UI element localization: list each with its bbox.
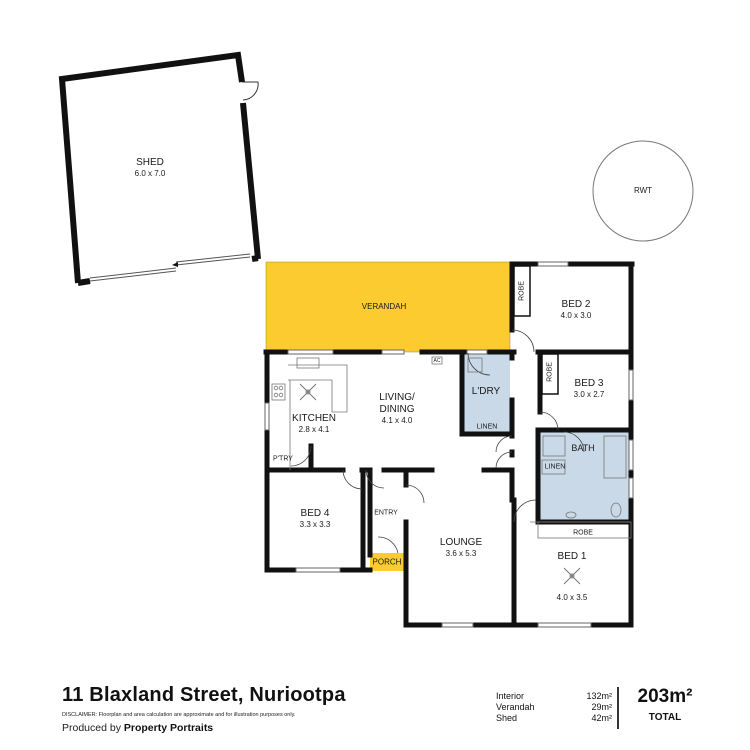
robes	[513, 265, 559, 395]
disclaimer-text: DISCLAIMER: Floorplan and area calculati…	[62, 712, 296, 718]
bath-fixtures	[467, 357, 632, 539]
pantry-label: P'TRY	[273, 455, 293, 463]
property-address: 11 Blaxland Street, Nuriootpa	[62, 684, 346, 706]
verandah-area	[265, 261, 511, 353]
bed3-robe-label: ROBE	[546, 362, 554, 382]
ceiling-fan-icons	[299, 383, 581, 585]
produced-by: Produced by Property Portraits	[62, 722, 213, 734]
door-swings	[290, 329, 585, 554]
produced-prefix: Produced by	[62, 722, 124, 734]
shed	[58, 51, 261, 286]
living-dining-label: LIVING/ DINING 4.1 x 4.0	[379, 392, 415, 425]
windows	[264, 261, 634, 628]
divider	[617, 687, 619, 729]
bath-linen-label: LINEN	[544, 463, 566, 471]
kitchen-bench	[271, 357, 348, 470]
bed1-robe-label: ROBE	[573, 529, 593, 537]
ac-label: AC	[433, 358, 441, 364]
total-area-label: TOTAL	[648, 712, 682, 723]
entry-label: ENTRY	[374, 509, 398, 517]
rwt-label: RWT	[633, 186, 653, 195]
bed2-robe-label: ROBE	[518, 281, 526, 301]
bath-area	[538, 432, 630, 522]
bed2-label: BED 2 4.0 x 3.0	[560, 299, 592, 320]
laundry-area	[462, 352, 510, 434]
bed1-dim: 4.0 x 3.5	[556, 593, 588, 602]
total-area-value: 203m²	[637, 686, 693, 707]
porch-area	[370, 553, 404, 571]
verandah-label: VERANDAH	[361, 302, 407, 311]
brand-name: Property Portraits	[123, 722, 214, 734]
bed3-label: BED 3 3.0 x 2.7	[573, 378, 605, 399]
lounge-label: LOUNGE 3.6 x 5.3	[439, 537, 483, 558]
kitchen-label: KITCHEN 2.8 x 4.1	[292, 413, 336, 434]
rainwater-tank	[592, 140, 694, 242]
ac-unit	[431, 356, 443, 365]
bed1-label: BED 1	[557, 551, 587, 562]
shed-label: SHED 6.0 x 7.0	[134, 157, 166, 178]
bath-label: BATH	[571, 443, 595, 453]
porch-label: PORCH	[372, 557, 402, 567]
laundry-label: L'DRY	[471, 386, 501, 397]
bed4-label: BED 4 3.3 x 3.3	[299, 508, 331, 529]
laundry-linen-label: LINEN	[476, 423, 498, 431]
